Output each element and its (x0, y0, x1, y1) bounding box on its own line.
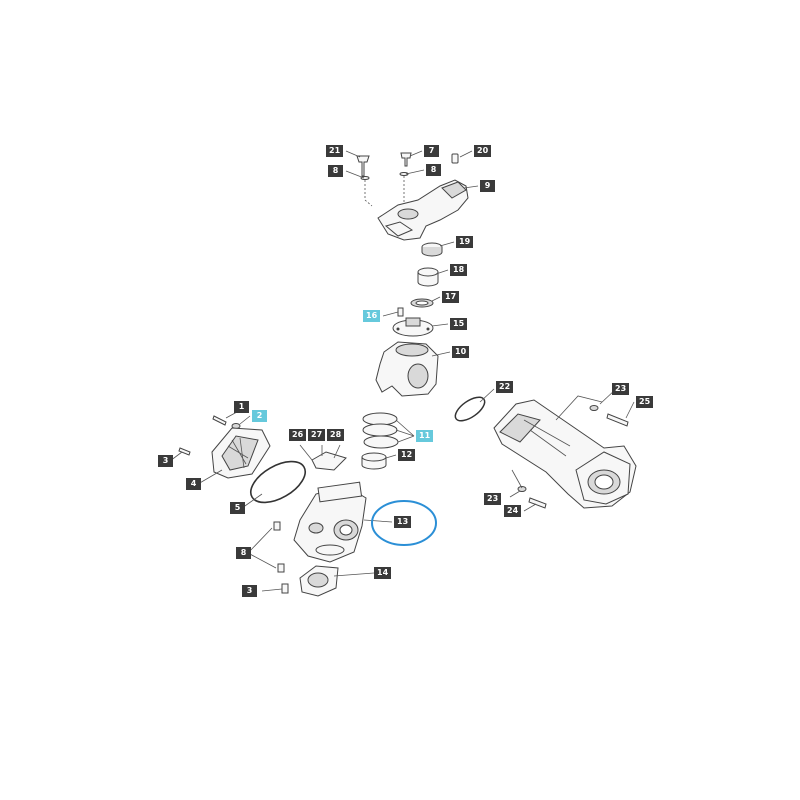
kingpin-housing-10 (375, 341, 439, 397)
washer-23-lower (517, 486, 527, 492)
callout-3: 3 (158, 455, 173, 467)
callout-19: 19 (456, 236, 474, 248)
bolt-24 (528, 497, 547, 509)
bolt-7 (400, 152, 412, 167)
bolt-25 (606, 413, 629, 427)
callout-3: 3 (242, 585, 257, 597)
axle-housing (493, 399, 637, 509)
callout-7: 7 (424, 145, 439, 157)
steering-arm-9 (377, 179, 469, 241)
callout-5: 5 (230, 502, 245, 514)
bolt-1 (212, 415, 227, 426)
callout-25: 25 (636, 396, 654, 408)
callout-11: 11 (416, 430, 434, 442)
callout-24: 24 (504, 505, 522, 517)
o-ring-5 (250, 460, 306, 504)
callout-21: 21 (326, 145, 344, 157)
callout-16: 16 (363, 310, 381, 322)
highlight-circle (371, 500, 437, 546)
plug-20 (451, 153, 459, 164)
callout-2: 2 (252, 410, 267, 422)
callout-20: 20 (474, 145, 492, 157)
callout-4: 4 (186, 478, 201, 490)
gear-housing-13 (293, 481, 367, 563)
flange-15 (392, 317, 434, 337)
callout-9: 9 (480, 180, 495, 192)
washers-8-top (360, 172, 409, 180)
callout-12: 12 (398, 449, 416, 461)
callout-14: 14 (374, 567, 392, 579)
callout-15: 15 (450, 318, 468, 330)
callout-1: 1 (234, 401, 249, 413)
gasket-26-27-28 (311, 451, 347, 471)
o-rings-11 (362, 412, 399, 449)
bolt-3-lower (281, 583, 289, 594)
callout-23: 23 (484, 493, 502, 505)
bearing-cup-19 (421, 242, 443, 257)
cover-4 (211, 427, 271, 479)
bushing-12 (361, 452, 387, 470)
callout-13: 13 (394, 516, 412, 528)
bushing-18 (417, 267, 439, 287)
cover-plate-14 (299, 565, 339, 597)
washer-23-upper (589, 405, 599, 411)
callout-28: 28 (327, 429, 345, 441)
callout-27: 27 (308, 429, 326, 441)
fittings-8-left (273, 521, 285, 573)
seal-17 (410, 298, 434, 308)
callout-17: 17 (442, 291, 460, 303)
callout-18: 18 (450, 264, 468, 276)
callout-8: 8 (426, 164, 441, 176)
callout-23: 23 (612, 383, 630, 395)
callout-8: 8 (328, 165, 343, 177)
callout-10: 10 (452, 346, 470, 358)
o-ring-22 (454, 396, 486, 422)
callout-26: 26 (289, 429, 307, 441)
callout-8: 8 (236, 547, 251, 559)
bolt-21 (356, 155, 370, 177)
screw-16 (397, 307, 404, 317)
bolt-3-upper (178, 447, 191, 456)
callout-22: 22 (496, 381, 514, 393)
